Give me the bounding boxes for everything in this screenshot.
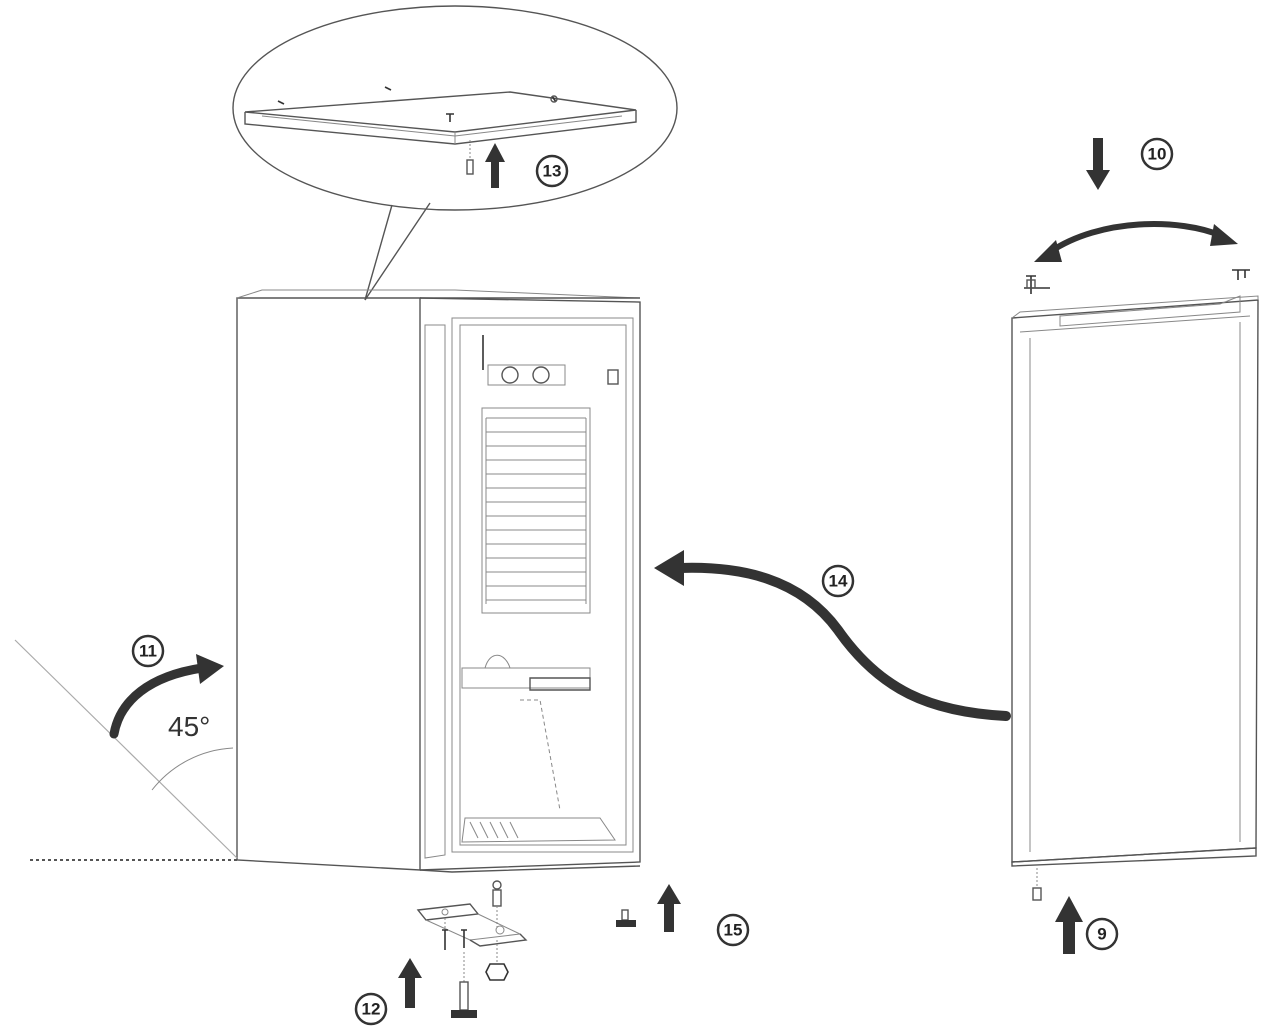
down-arrow-icon bbox=[1086, 138, 1110, 190]
step-9-callout: 9 bbox=[1085, 917, 1119, 951]
step-11-label: 11 bbox=[139, 642, 157, 661]
cabinet-front-frame bbox=[419, 297, 641, 871]
hole-plug bbox=[616, 909, 636, 927]
step-9-label: 9 bbox=[1097, 925, 1106, 944]
hinge-screw bbox=[466, 140, 474, 175]
magnifier-pointer bbox=[364, 202, 431, 301]
step-15-callout: 15 bbox=[716, 913, 750, 947]
hinge-nut bbox=[485, 963, 509, 981]
step-10-callout: 10 bbox=[1140, 137, 1174, 171]
drip-tray bbox=[461, 654, 591, 691]
step-11-callout: 11 bbox=[131, 634, 165, 668]
tilt-angle-guide: 45° bbox=[14, 639, 238, 861]
step-15-label: 15 bbox=[724, 921, 743, 940]
cabinet-side-panel bbox=[236, 297, 421, 871]
double-curved-arrow-icon bbox=[1034, 221, 1238, 262]
step-12-callout: 12 bbox=[354, 992, 388, 1026]
hinge-pin bbox=[492, 880, 502, 930]
cabinet-light bbox=[607, 369, 619, 385]
step-14-label: 14 bbox=[829, 572, 848, 591]
up-arrow-icon bbox=[657, 884, 681, 932]
door-handle bbox=[1059, 295, 1241, 327]
up-arrow-icon bbox=[485, 143, 505, 188]
evaporator-coil bbox=[481, 407, 591, 614]
leveling-foot bbox=[451, 981, 477, 1018]
magnifier-ellipse bbox=[232, 5, 678, 211]
thermostat-control bbox=[482, 335, 566, 386]
door-panel bbox=[1011, 299, 1259, 863]
refrigerator-cabinet bbox=[236, 289, 641, 873]
curved-arrow-icon bbox=[654, 550, 1011, 721]
tilt-line bbox=[14, 639, 238, 859]
top-hinge-right bbox=[1232, 269, 1250, 280]
step-10-label: 10 bbox=[1148, 145, 1167, 164]
step-13-callout: 13 bbox=[535, 154, 569, 188]
step-13-label: 13 bbox=[543, 162, 562, 181]
step-14-callout: 14 bbox=[821, 564, 855, 598]
bottom-tray bbox=[461, 817, 616, 843]
top-cover-plate bbox=[244, 86, 637, 145]
step-12-label: 12 bbox=[362, 1000, 381, 1019]
detail-magnifier: 13 bbox=[232, 5, 678, 301]
top-hinge-left bbox=[1024, 275, 1050, 294]
refrigerator-door bbox=[1011, 295, 1259, 867]
curved-arrow-icon bbox=[109, 654, 224, 739]
angle-label: 45° bbox=[168, 711, 210, 742]
up-arrow-icon bbox=[398, 958, 422, 1008]
bottom-hinge-assembly bbox=[416, 880, 528, 1018]
angle-arc bbox=[151, 747, 234, 791]
up-arrow-icon bbox=[1055, 896, 1083, 954]
bottom-hinge-pin bbox=[1032, 868, 1042, 901]
